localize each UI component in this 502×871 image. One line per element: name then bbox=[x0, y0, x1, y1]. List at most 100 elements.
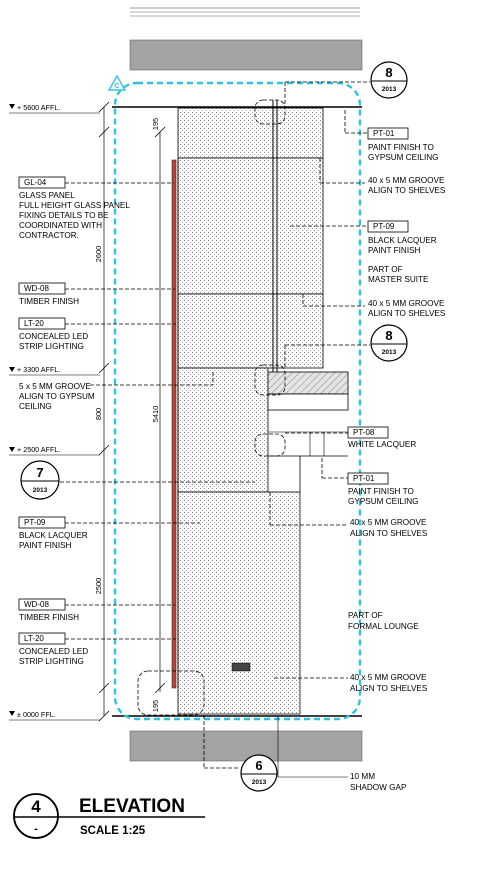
callout-master-suite: PART OF MASTER SUITE bbox=[368, 265, 429, 284]
callout-lt20-upper: LT-20 CONCEALED LED STRIP LIGHTING bbox=[18, 317, 176, 351]
callout-groove-upper-2: 40 x 5 MM GROOVE ALIGN TO SHELVES bbox=[302, 294, 446, 318]
callout-line: BLACK LACQUER bbox=[19, 531, 88, 540]
slab-top bbox=[129, 39, 363, 71]
dim-mid-800: 800 bbox=[94, 408, 103, 420]
callout-line: ALIGN TO SHELVES bbox=[350, 529, 428, 538]
title-sub-number: - bbox=[34, 823, 38, 835]
level-marker-mid: + 3300 AFFL. bbox=[9, 365, 100, 376]
callout-line: 40 x 5 MM GROOVE bbox=[368, 176, 445, 185]
bubble-sheet: 2013 bbox=[252, 779, 267, 786]
level-floor-label: ± 0000 FFL. bbox=[17, 710, 56, 719]
callout-line: FIXING DETAILS TO BE bbox=[19, 211, 109, 220]
title-number: 4 bbox=[31, 797, 41, 816]
revision-tag-label: C bbox=[114, 81, 119, 90]
level-marker-low: + 2500 AFFL. bbox=[9, 445, 100, 456]
callout-line: STRIP LIGHTING bbox=[19, 657, 84, 666]
callout-groove-ceiling: 5 x 5 MM GROOVE ALIGN TO GYPSUM CEILING bbox=[19, 372, 214, 411]
callout-line: 5 x 5 MM GROOVE bbox=[19, 382, 91, 391]
dim-bottom-195: 195 bbox=[151, 700, 160, 712]
bubble-sheet: 2013 bbox=[382, 349, 397, 356]
bubble-sheet: 2013 bbox=[382, 86, 397, 93]
callout-line: COORDINATED WITH bbox=[19, 221, 102, 230]
callout-line: GYPSUM CEILING bbox=[368, 153, 439, 162]
scale-text: SCALE 1:25 bbox=[80, 825, 146, 837]
revision-tag: C bbox=[107, 74, 127, 91]
dim-upper-2600: 2600 bbox=[94, 246, 103, 262]
detail-marker-bottom bbox=[137, 670, 205, 716]
callout-line: ALIGN TO SHELVES bbox=[350, 684, 428, 693]
callout-line: CONCEALED LED bbox=[19, 332, 88, 341]
callout-line: PART OF bbox=[348, 611, 383, 620]
ceiling-bulkhead bbox=[267, 371, 349, 395]
callout-line: FORMAL LOUNGE bbox=[348, 622, 419, 631]
section-bubble-mid-right: 8 2013 bbox=[284, 324, 408, 368]
callout-pt09-lower: PT-09 BLACK LACQUER PAINT FINISH bbox=[18, 516, 200, 550]
callout-line: PART OF bbox=[368, 265, 403, 274]
ceiling-bulkhead-lower bbox=[267, 393, 349, 411]
level-top-label: + 5600 AFFL. bbox=[17, 103, 60, 112]
dim-total-5410: 5410 bbox=[151, 406, 160, 422]
callout-wd08-lower: WD-08 TIMBER FINISH bbox=[18, 598, 175, 622]
callout-pt01-lower: PT-01 PAINT FINISH TO GYPSUM CEILING bbox=[321, 458, 419, 506]
callout-line: FULL HEIGHT GLASS PANEL bbox=[19, 201, 130, 210]
callout-code: WD-08 bbox=[24, 600, 49, 609]
slab-bottom bbox=[129, 730, 363, 762]
callout-line: 40 x 5 MM GROOVE bbox=[350, 673, 427, 682]
revision-cloud bbox=[113, 81, 362, 721]
callout-line: 10 MM bbox=[350, 772, 375, 781]
callout-shadow-gap: 10 MM SHADOW GAP bbox=[277, 716, 407, 792]
callout-line: PAINT FINISH TO bbox=[368, 143, 434, 152]
glass-panel bbox=[171, 159, 177, 689]
callout-pt09-upper: PT-09 BLACK LACQUER PAINT FINISH bbox=[290, 220, 437, 255]
callout-line: TIMBER FINISH bbox=[19, 613, 79, 622]
level-marker-top: + 5600 AFFL. bbox=[9, 103, 100, 114]
callout-groove-lower-1: 40 x 5 MM GROOVE ALIGN TO SHELVES bbox=[269, 492, 428, 538]
title-block: 4 - ELEVATION SCALE 1:25 bbox=[13, 793, 205, 839]
callout-line: GYPSUM CEILING bbox=[348, 497, 419, 506]
callout-line: PAINT FINISH TO bbox=[348, 487, 414, 496]
callout-code: WD-08 bbox=[24, 284, 49, 293]
callout-line: GLASS PANEL bbox=[19, 191, 75, 200]
dimension-chain-outer: 195 2600 800 2500 195 bbox=[94, 101, 160, 722]
callout-code: LT-20 bbox=[24, 634, 44, 643]
title-text: ELEVATION bbox=[79, 796, 185, 817]
callout-line: MASTER SUITE bbox=[368, 275, 429, 284]
callout-line: ALIGN TO GYPSUM bbox=[19, 392, 95, 401]
callout-line: BLACK LACQUER bbox=[368, 236, 437, 245]
level-mid-label: + 3300 AFFL. bbox=[17, 365, 60, 374]
callout-line: PAINT FINISH bbox=[368, 246, 421, 255]
callout-groove-lower-2: 40 x 5 MM GROOVE ALIGN TO SHELVES bbox=[274, 673, 428, 693]
callout-code: PT-01 bbox=[373, 129, 395, 138]
bubble-number: 8 bbox=[385, 65, 392, 80]
callout-code: PT-09 bbox=[373, 222, 395, 231]
bubble-number: 8 bbox=[385, 328, 392, 343]
callout-line: WHITE LACQUER bbox=[348, 440, 416, 449]
section-bubble-bottom: 6 2013 bbox=[203, 715, 278, 792]
bubble-sheet: 2013 bbox=[33, 487, 48, 494]
wall-plaque bbox=[231, 662, 251, 672]
callout-groove-upper-1: 40 x 5 MM GROOVE ALIGN TO SHELVES bbox=[319, 158, 446, 195]
callout-line: SHADOW GAP bbox=[350, 783, 407, 792]
callout-line: STRIP LIGHTING bbox=[19, 342, 84, 351]
detail-marker-low bbox=[254, 433, 286, 457]
callout-code: GL-04 bbox=[24, 178, 47, 187]
callout-line: 40 x 5 MM GROOVE bbox=[350, 518, 427, 527]
dimension-chain-inner: 5410 bbox=[151, 126, 166, 694]
sheet-top-border bbox=[130, 7, 360, 17]
callout-code: PT-01 bbox=[353, 474, 375, 483]
callout-pt01-upper: PT-01 PAINT FINISH TO GYPSUM CEILING bbox=[344, 110, 439, 162]
callout-gl04: GL-04 GLASS PANEL FULL HEIGHT GLASS PANE… bbox=[18, 176, 174, 240]
callout-line: PAINT FINISH bbox=[19, 541, 72, 550]
section-bubble-top-right: 8 2013 bbox=[284, 61, 408, 106]
callout-line: CEILING bbox=[19, 402, 52, 411]
callout-code: LT-20 bbox=[24, 319, 44, 328]
dim-top-195: 195 bbox=[151, 118, 160, 130]
bubble-number: 6 bbox=[255, 758, 262, 773]
callout-code: PT-09 bbox=[24, 518, 46, 527]
callout-line: CONCEALED LED bbox=[19, 647, 88, 656]
dim-lower-2500: 2500 bbox=[94, 578, 103, 594]
callout-pt08: PT-08 WHITE LACQUER bbox=[285, 426, 416, 449]
bubble-number: 7 bbox=[36, 465, 43, 480]
callout-line: ALIGN TO SHELVES bbox=[368, 186, 446, 195]
